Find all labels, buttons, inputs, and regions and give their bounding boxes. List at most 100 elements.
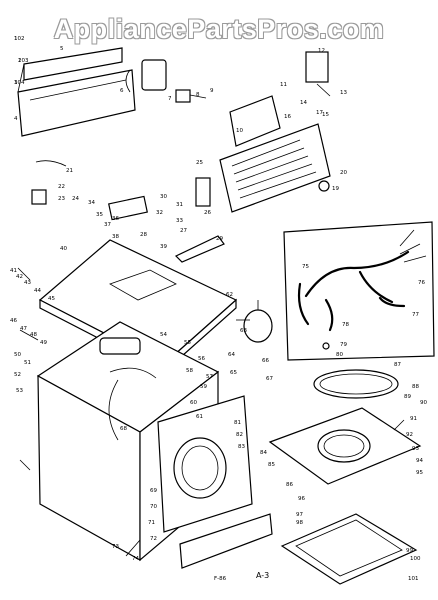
callout-66: 66	[262, 358, 269, 364]
callout-34: 34	[88, 200, 95, 206]
callout-21: 21	[66, 168, 73, 174]
callout-13: 13	[340, 90, 347, 96]
callout-56: 56	[198, 356, 205, 362]
callout-32: 32	[156, 210, 163, 216]
callout-5: 5	[60, 46, 64, 52]
callout-60: 60	[190, 400, 197, 406]
figure-label: A-3	[256, 571, 269, 580]
callout-80: 80	[336, 352, 343, 358]
wiring-harness-detail	[283, 221, 435, 361]
callout-58: 58	[186, 368, 193, 374]
callout-71: 71	[148, 520, 155, 526]
callout-23: 23	[58, 196, 65, 202]
callout-70: 70	[150, 504, 157, 510]
callout-85: 85	[268, 462, 275, 468]
small-left-parts	[31, 160, 225, 263]
cabinet	[36, 321, 220, 562]
callout-104: 104	[14, 80, 25, 86]
small-mark: F-86	[214, 576, 227, 582]
callout-78: 78	[342, 322, 349, 328]
callout-81: 81	[234, 420, 241, 426]
callout-97: 97	[296, 512, 303, 518]
motor-pump	[243, 300, 273, 343]
callout-48: 48	[30, 332, 37, 338]
callout-4: 4	[14, 116, 18, 122]
callout-84: 84	[260, 450, 267, 456]
callout-47: 47	[20, 326, 27, 332]
callout-53: 53	[16, 388, 23, 394]
callout-92: 92	[406, 432, 413, 438]
callout-30: 30	[160, 194, 167, 200]
callout-12: 12	[318, 48, 325, 54]
callout-59: 59	[200, 384, 207, 390]
callout-6: 6	[120, 88, 124, 94]
callout-98: 98	[296, 520, 303, 526]
callout-72: 72	[150, 536, 157, 542]
callout-61: 61	[196, 414, 203, 420]
callout-36: 36	[112, 216, 119, 222]
callout-74: 74	[132, 556, 139, 562]
callout-73: 73	[112, 544, 119, 550]
watermark: AppliancePartsPros.com	[53, 14, 385, 44]
callout-75: 75	[302, 264, 309, 270]
callout-16: 16	[284, 114, 291, 120]
timer-and-switch	[125, 59, 207, 103]
callout-42: 42	[16, 274, 23, 280]
callout-20: 20	[340, 170, 347, 176]
callout-79: 79	[340, 342, 347, 348]
callout-82: 82	[236, 432, 243, 438]
callout-9: 9	[210, 88, 214, 94]
callout-57: 57	[206, 374, 213, 380]
callout-14: 14	[300, 100, 307, 106]
callout-69: 69	[150, 488, 157, 494]
callout-68: 68	[120, 426, 127, 432]
callout-40: 40	[60, 246, 67, 252]
callout-24: 24	[72, 196, 79, 202]
callout-44: 44	[34, 288, 41, 294]
callout-7: 7	[168, 96, 172, 102]
callout-90: 90	[420, 400, 427, 406]
callout-22: 22	[58, 184, 65, 190]
callout-67: 67	[266, 376, 273, 382]
callout-46: 46	[10, 318, 17, 324]
callout-33: 33	[176, 218, 183, 224]
callout-37: 37	[104, 222, 111, 228]
callout-103: 103	[18, 58, 29, 64]
callout-43: 43	[24, 280, 31, 286]
kick-plate	[179, 513, 273, 569]
callout-35: 35	[96, 212, 103, 218]
callout-11: 11	[280, 82, 287, 88]
callout-15: 15	[322, 112, 329, 118]
callout-10: 10	[236, 128, 243, 134]
callout-28: 28	[140, 232, 147, 238]
callout-19: 19	[332, 186, 339, 192]
callout-64: 64	[228, 352, 235, 358]
leader-lines	[17, 267, 405, 557]
front-panel	[157, 395, 253, 533]
door-panel	[268, 407, 422, 485]
callout-49: 49	[40, 340, 47, 346]
control-panel-assembly	[17, 47, 136, 137]
callout-54: 54	[160, 332, 167, 338]
door-frame	[280, 513, 418, 585]
callout-76: 76	[418, 280, 425, 286]
top-right-switch	[305, 51, 331, 97]
callout-31: 31	[176, 202, 183, 208]
callout-93: 93	[412, 446, 419, 452]
callout-65: 65	[230, 370, 237, 376]
callout-101: 101	[408, 576, 419, 582]
callout-62: 62	[226, 292, 233, 298]
callout-95: 95	[416, 470, 423, 476]
callout-88: 88	[412, 384, 419, 390]
callout-25: 25	[196, 160, 203, 166]
callout-100: 100	[410, 556, 421, 562]
callout-86: 86	[286, 482, 293, 488]
callout-2: 2	[18, 58, 22, 64]
callout-50: 50	[14, 352, 21, 358]
callout-89: 89	[404, 394, 411, 400]
callout-29: 29	[216, 236, 223, 242]
label-plate-and-vent-grille	[219, 95, 331, 213]
callout-55: 55	[184, 340, 191, 346]
